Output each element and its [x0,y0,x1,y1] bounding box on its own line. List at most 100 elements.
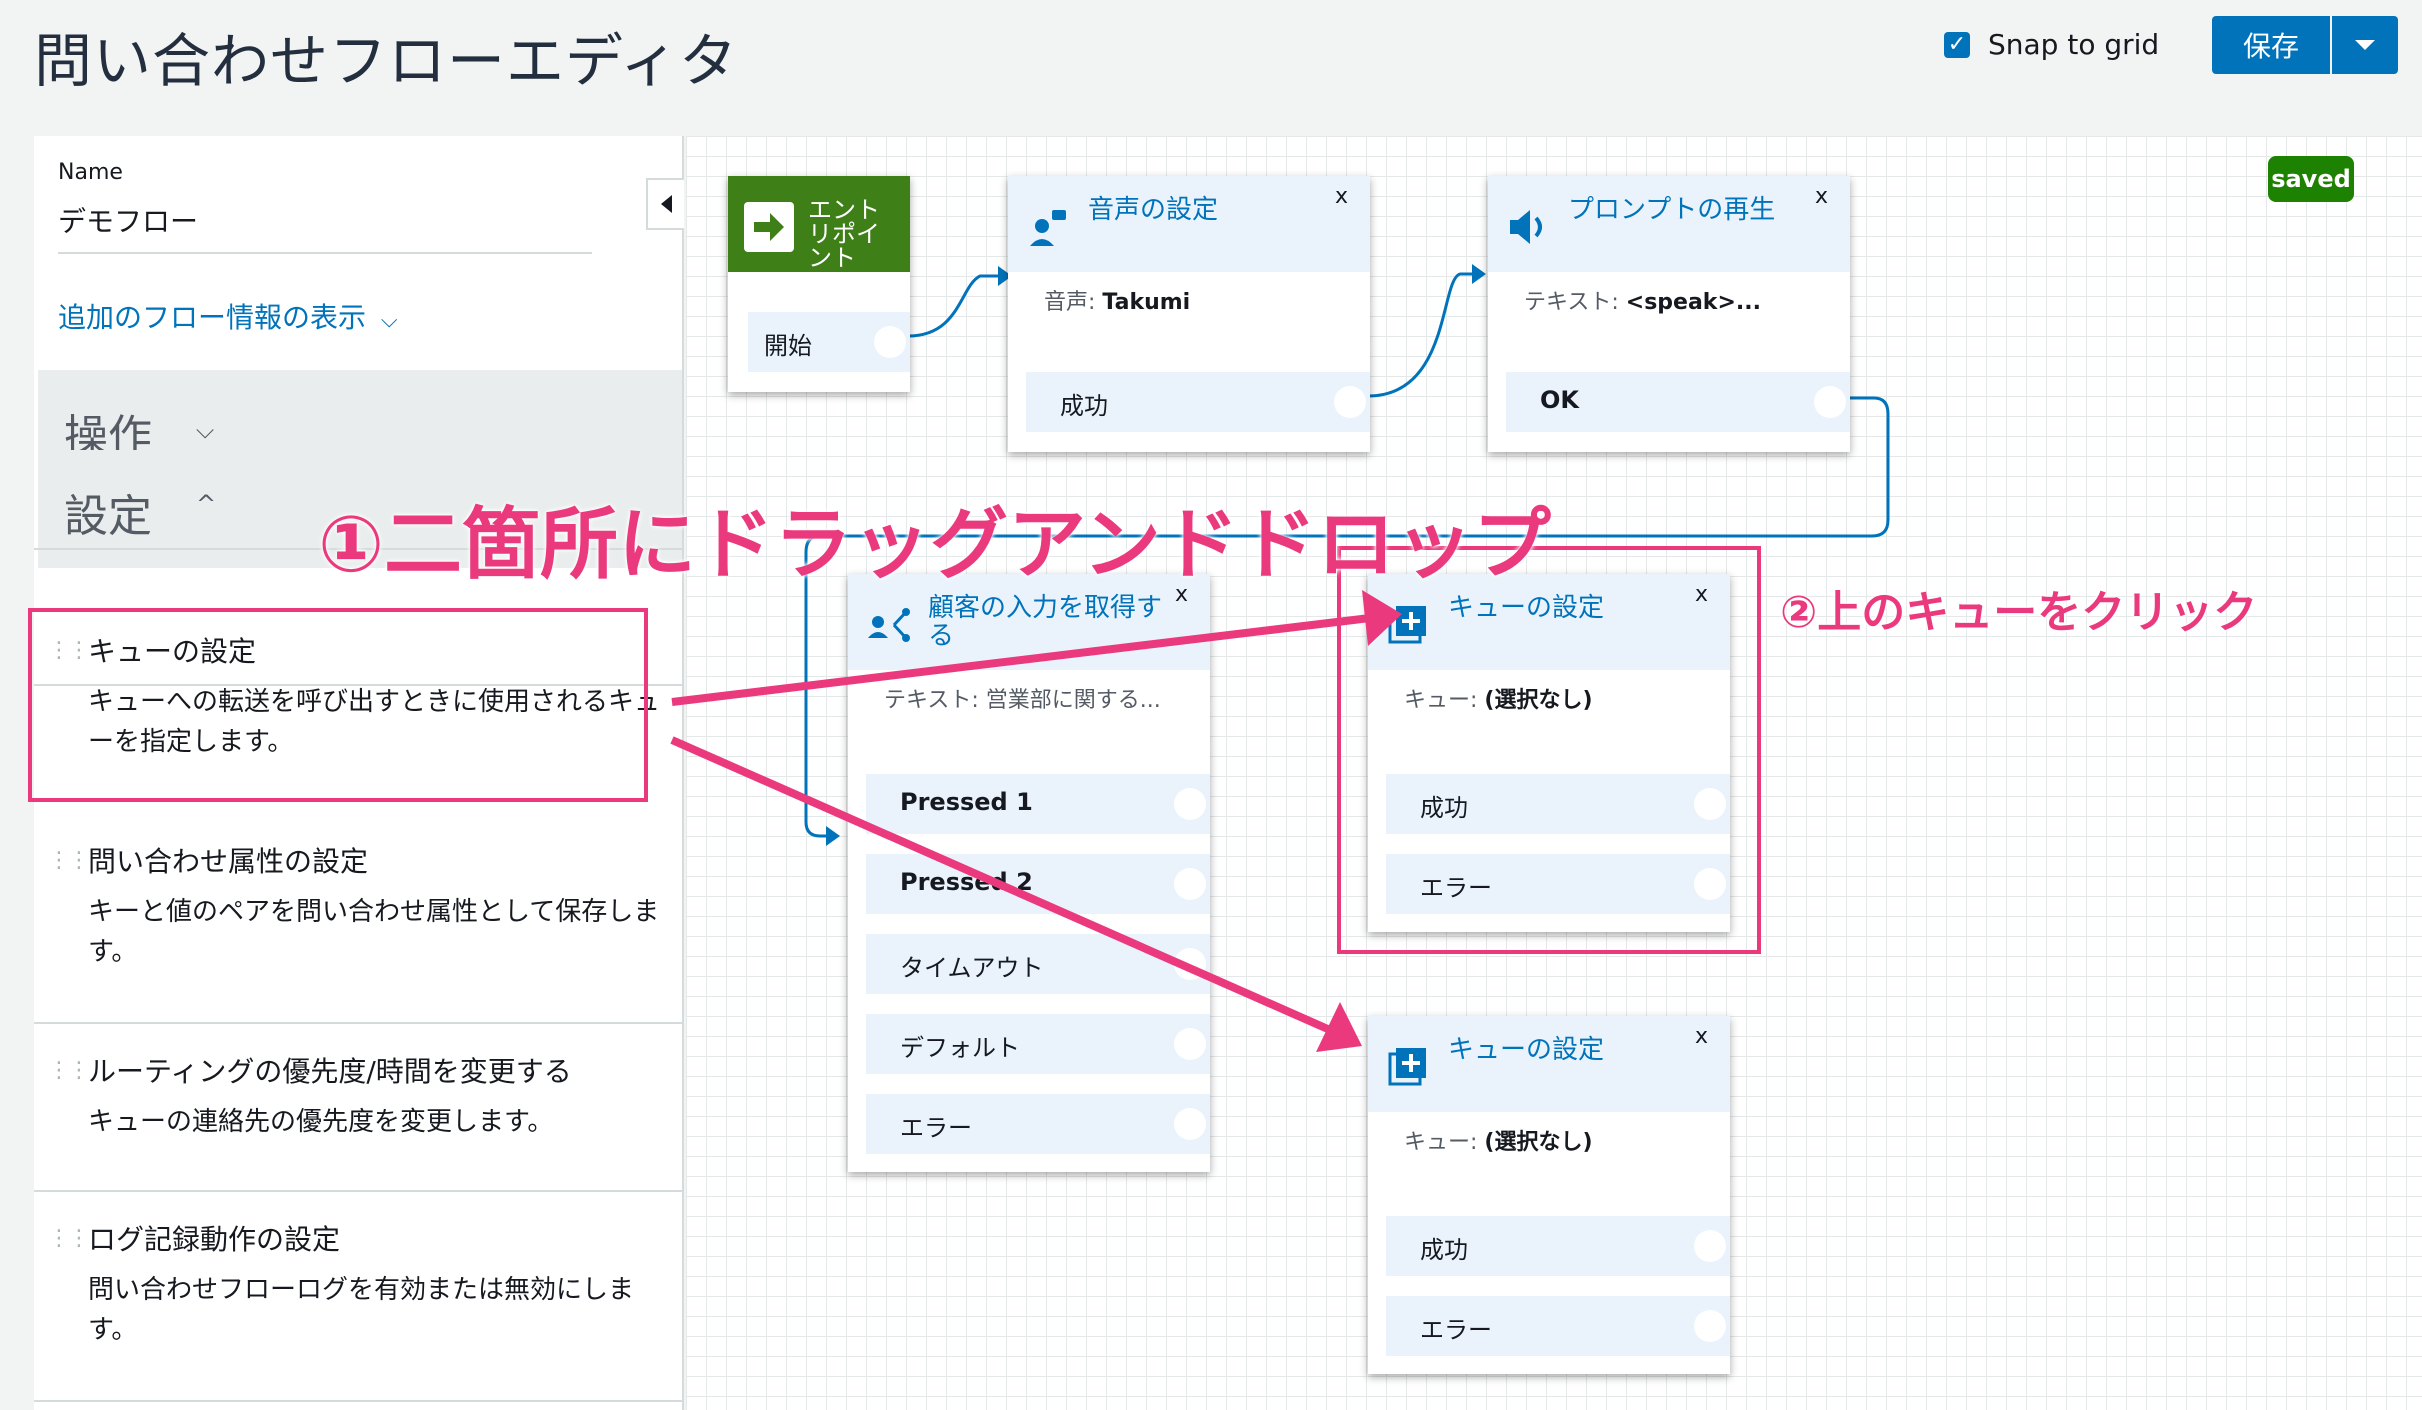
branch-label: デフォルト [900,1034,1020,1062]
set-voice-block[interactable]: 音声の設定 x 音声: Takumi 成功 [1008,176,1370,452]
caret-left-icon [660,195,672,213]
entry-point-header: エントリポイント [728,176,910,272]
flow-name-underline [58,252,592,254]
param-value: (選択なし) [1484,1130,1593,1155]
library-item-desc: キーと値のペアを問い合わせ属性として保存します。 [88,897,660,967]
entry-point-title: エントリポイント [808,196,880,272]
collapse-panel-button[interactable] [646,178,684,230]
param-label: キュー: [1404,1130,1478,1155]
block-header: 顧客の入力を取得する x [848,574,1210,670]
annotation-step-2: ②上のキューをクリック [1780,587,2258,638]
save-options-button[interactable] [2332,16,2398,74]
block-param: テキスト: <speak>... [1524,284,1761,316]
library-item-contact-attributes[interactable]: ⋮⋮ 問い合わせ属性の設定 キーと値のペアを問い合わせ属性として保存します。 [34,840,684,1024]
close-icon[interactable]: x [1174,582,1188,607]
param-label: テキスト: [884,688,979,713]
branch-pressed-1[interactable]: Pressed 1 [866,774,1210,834]
param-label: 音声: [1044,290,1096,315]
section-settings-label: 設定 [64,491,152,542]
branch-label: エラー [900,1114,972,1142]
chevron-down-icon: ⌵ [196,416,215,444]
flow-name-field[interactable]: デモフロー [58,205,199,238]
library-item-contact-attributes[interactable] [34,550,684,686]
branch-default[interactable]: デフォルト [866,1014,1210,1074]
library-item-title: ルーティングの優先度/時間を変更する [88,1055,572,1088]
branch-success[interactable]: 成功 [1386,1216,1730,1276]
more-flow-info-link[interactable]: 追加のフロー情報の表示 ⌵ [58,296,398,336]
drag-handle-icon[interactable]: ⋮⋮ [48,848,90,873]
drag-handle-icon[interactable]: ⋮⋮ [48,1226,90,1251]
play-prompt-block[interactable]: プロンプトの再生 x テキスト: <speak>... OK [1488,176,1850,452]
branch-connector[interactable] [1174,788,1206,820]
library-item-title: 問い合わせ属性の設定 [88,845,369,878]
branch-label: 成功 [1420,794,1468,822]
entry-point-block[interactable]: エントリポイント 開始 [728,176,910,392]
close-icon[interactable]: x [1694,582,1708,607]
branch-connector[interactable] [1694,1230,1726,1262]
drag-handle-icon[interactable]: ⋮⋮ [48,1058,90,1083]
branch-label: タイムアウト [900,954,1044,982]
more-flow-info-label: 追加のフロー情報の表示 [58,301,367,334]
branch-connector[interactable] [874,326,906,358]
block-header: プロンプトの再生 x [1488,176,1850,272]
branch-error[interactable]: エラー [866,1094,1210,1154]
branch-timeout[interactable]: タイムアウト [866,934,1210,994]
block-title: 音声の設定 [1088,195,1219,225]
branch-connector[interactable] [1694,1310,1726,1342]
saved-badge: saved [2268,156,2354,202]
close-icon[interactable]: x [1694,1024,1708,1049]
param-label: テキスト: [1524,290,1619,315]
branch-connector[interactable] [1694,868,1726,900]
queue-add-icon [1388,606,1426,644]
branch-label: OK [1540,386,1579,414]
branch-connector[interactable] [1334,386,1366,418]
checkbox-checked-icon[interactable]: ✓ [1944,31,1970,58]
block-title: プロンプトの再生 [1568,195,1776,225]
block-header: キューの設定 x [1368,1016,1730,1112]
snap-to-grid-toggle[interactable]: ✓ Snap to grid [1944,28,2159,61]
speaker-icon [1510,210,1542,244]
branch-connector[interactable] [1174,868,1206,900]
library-item-set-queue[interactable] [34,406,684,550]
drag-handle-icon[interactable]: ⋮⋮ [48,638,90,663]
branch-label: Pressed 1 [900,788,1033,816]
library-item-title: キューの設定 [88,635,257,668]
branch-error[interactable]: エラー [1386,1296,1730,1356]
branch-label: エラー [1420,1316,1492,1344]
block-header: キューの設定 x [1368,574,1730,670]
page-title: 問い合わせフローエディタ [34,27,738,95]
branch-connector[interactable] [1174,1108,1206,1140]
queue-add-icon [1388,1048,1426,1086]
branch-ok[interactable]: OK [1506,372,1850,432]
branch-connector[interactable] [1694,788,1726,820]
branch-connector[interactable] [1814,386,1846,418]
close-icon[interactable]: x [1814,184,1828,209]
branch-success[interactable]: 成功 [1026,372,1370,432]
branch-start[interactable]: 開始 [748,312,910,372]
library-item-logging[interactable]: ⋮⋮ ログ記録動作の設定 問い合わせフローログを有効または無効にします。 [34,1218,684,1402]
library-item-set-queue[interactable]: ⋮⋮ キューの設定 キューへの転送を呼び出すときに使用されるキューを指定します。 [34,630,684,814]
param-label: キュー: [1404,688,1478,713]
set-queue-block-1[interactable]: キューの設定 x キュー: (選択なし) 成功 エラー [1368,574,1730,932]
save-button[interactable]: 保存 [2212,16,2330,74]
arrow-right-icon [744,202,794,252]
chevron-up-icon: ^ [196,490,217,518]
block-library-panel: Name デモフロー 追加のフロー情報の表示 ⌵ 操作 ⌵ 設定 ^ [34,136,684,1410]
highlight-library-item [28,608,648,802]
library-item-title: ログ記録動作の設定 [88,1223,341,1256]
close-icon[interactable]: x [1334,184,1348,209]
block-param: キュー: (選択なし) [1404,682,1593,714]
customer-input-icon [868,608,910,642]
set-queue-block-2[interactable]: キューの設定 x キュー: (選択なし) 成功 エラー [1368,1016,1730,1374]
library-item-desc: キューの連絡先の優先度を変更します。 [88,1107,554,1137]
param-value: Takumi [1102,290,1191,315]
caret-down-icon [2355,40,2375,50]
block-title: 顧客の入力を取得する [928,593,1163,651]
branch-connector[interactable] [1174,1028,1206,1060]
library-item-routing-priority[interactable]: ⋮⋮ ルーティングの優先度/時間を変更する キューの連絡先の優先度を変更します。 [34,1050,684,1192]
param-value: <speak>... [1625,290,1761,315]
branch-error[interactable]: エラー [1386,854,1730,914]
branch-success[interactable]: 成功 [1386,774,1730,834]
